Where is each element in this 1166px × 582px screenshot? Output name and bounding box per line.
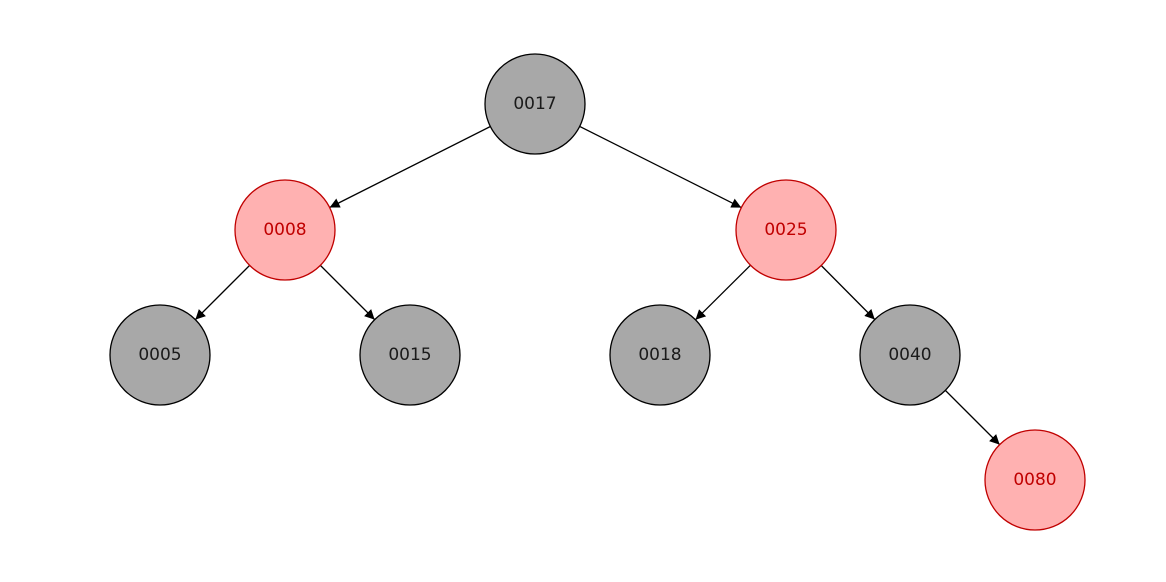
node-circle [234, 179, 336, 281]
node-label: 0018 [638, 345, 681, 365]
edge-n8-n15 [319, 264, 376, 321]
tree-node-n80: 0080 [984, 429, 1086, 531]
edge-n17-n25 [579, 125, 742, 209]
edge-n40-n80 [944, 389, 1001, 446]
tree-node-n40: 0040 [859, 304, 961, 406]
node-circle [735, 179, 837, 281]
nodes-layer: 0017 0008 0025 0005 0015 0018 0040 0080 [109, 53, 1086, 531]
node-label: 0015 [388, 345, 431, 365]
tree-node-n17: 0017 [484, 53, 586, 155]
tree-node-n18: 0018 [609, 304, 711, 406]
node-circle [859, 304, 961, 406]
node-circle [984, 429, 1086, 531]
edge-n8-n5 [194, 264, 251, 321]
node-circle [359, 304, 461, 406]
node-label: 0040 [888, 345, 931, 365]
node-circle [484, 53, 586, 155]
edges-layer [194, 125, 1001, 446]
edge-n25-n18 [695, 264, 751, 321]
node-circle [609, 304, 711, 406]
node-label: 0008 [263, 220, 306, 240]
node-circle [109, 304, 211, 406]
edge-n17-n8 [329, 125, 491, 209]
node-label: 0025 [764, 220, 807, 240]
tree-node-n25: 0025 [735, 179, 837, 281]
node-label: 0005 [138, 345, 181, 365]
tree-node-n5: 0005 [109, 304, 211, 406]
edge-n25-n40 [820, 265, 876, 320]
tree-node-n8: 0008 [234, 179, 336, 281]
node-label: 0017 [513, 94, 556, 114]
node-label: 0080 [1013, 470, 1056, 490]
tree-node-n15: 0015 [359, 304, 461, 406]
